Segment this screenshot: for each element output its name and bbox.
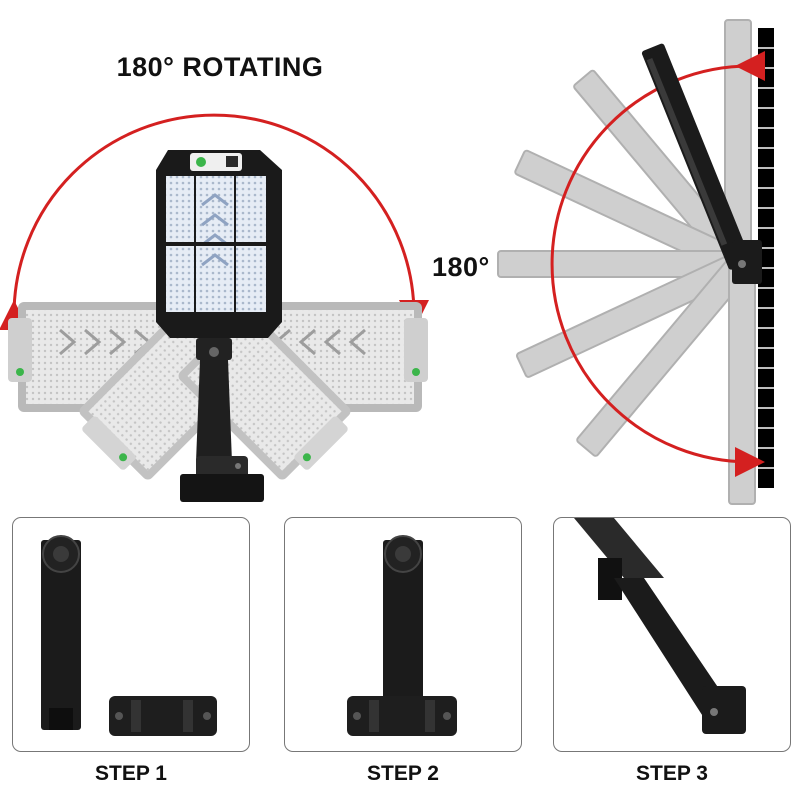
- step-3-illustration: [574, 518, 746, 734]
- main-lamp-upright: [156, 150, 282, 338]
- step-2-illustration: [347, 535, 457, 736]
- lamp-stand-bracket: [180, 338, 264, 502]
- pivot-screw: [738, 260, 746, 268]
- ghost-brackets: [497, 19, 756, 505]
- lamp-head-rotation-illustration: [0, 113, 429, 502]
- rotation-arc-arrow: [0, 113, 429, 331]
- left-rotation-caption: 180° ROTATING: [116, 52, 324, 82]
- bracket-rotation-illustration: [497, 19, 774, 505]
- step-1-illustration: [41, 535, 217, 736]
- main-bracket-tilted: [641, 43, 751, 270]
- step-3-panel: [553, 517, 791, 752]
- step-1-label: STEP 1: [95, 762, 167, 785]
- step-1-panel: [12, 517, 250, 752]
- step-2-label: STEP 2: [367, 762, 439, 785]
- wall-mount-base: [732, 240, 762, 284]
- step-3-label: STEP 3: [636, 762, 708, 785]
- step-2-panel: [284, 517, 522, 752]
